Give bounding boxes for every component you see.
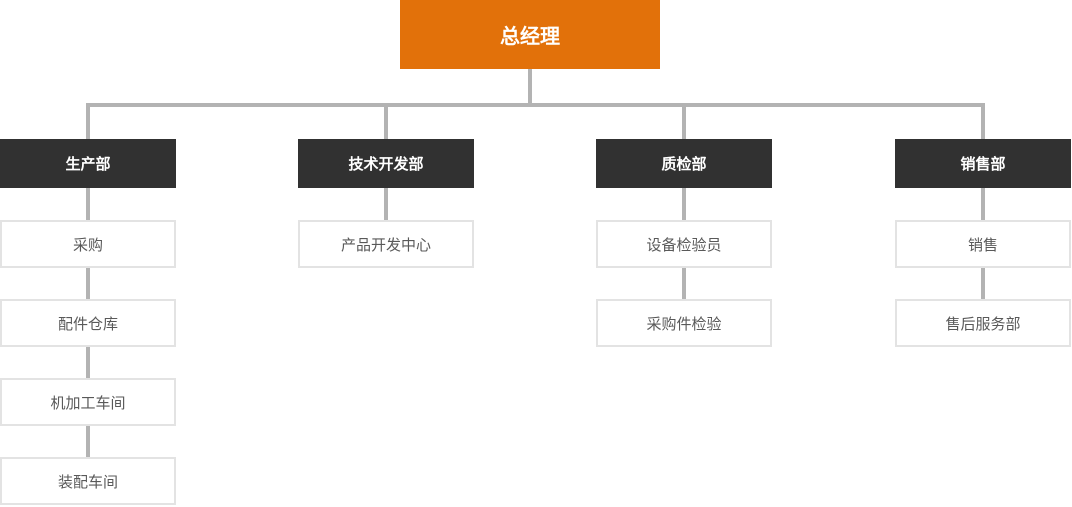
org-node-root: 总经理: [400, 0, 660, 69]
org-node-dept-production: 生产部: [0, 139, 176, 188]
org-node-dept-sales: 销售部: [895, 139, 1071, 188]
connector-col4-seg2: [981, 268, 985, 299]
org-node-product-dev-center: 产品开发中心: [298, 220, 474, 268]
connector-drop-col2: [384, 105, 388, 139]
org-node-dept-label: 技术开发部: [348, 156, 424, 173]
org-node-after-sales-service: 售后服务部: [895, 299, 1071, 347]
connector-col2-seg1: [384, 188, 388, 220]
connector-root-stem: [528, 69, 532, 103]
org-node-dept-label: 销售部: [960, 156, 1006, 173]
org-node-child-label: 机加工车间: [50, 394, 126, 412]
connector-drop-col4: [981, 105, 985, 139]
connector-drop-col1: [86, 105, 90, 139]
connector-col1-seg3: [86, 347, 90, 378]
org-node-purchasing: 采购: [0, 220, 176, 268]
org-node-assembly-workshop: 装配车间: [0, 457, 176, 505]
org-node-child-label: 销售: [967, 236, 998, 254]
connector-col1-seg4: [86, 426, 90, 457]
org-node-purchased-parts-inspection: 采购件检验: [596, 299, 772, 347]
connector-col3-seg2: [682, 268, 686, 299]
org-node-child-label: 配件仓库: [57, 315, 118, 333]
org-node-parts-warehouse: 配件仓库: [0, 299, 176, 347]
org-node-dept-label: 质检部: [661, 156, 707, 173]
org-node-root-label: 总经理: [500, 26, 560, 48]
org-node-child-label: 装配车间: [57, 473, 118, 491]
org-node-child-label: 采购: [72, 236, 103, 254]
connector-col3-seg1: [682, 188, 686, 220]
connector-col1-seg1: [86, 188, 90, 220]
org-node-dept-label: 生产部: [65, 156, 111, 173]
org-node-sales: 销售: [895, 220, 1071, 268]
org-node-dept-tech-development: 技术开发部: [298, 139, 474, 188]
org-node-child-label: 售后服务部: [945, 315, 1021, 333]
org-node-child-label: 采购件检验: [646, 315, 722, 333]
org-node-machining-workshop: 机加工车间: [0, 378, 176, 426]
org-node-child-label: 产品开发中心: [340, 236, 431, 254]
org-node-equipment-inspector: 设备检验员: [596, 220, 772, 268]
connector-drop-col3: [682, 105, 686, 139]
connector-col1-seg2: [86, 268, 90, 299]
org-node-dept-quality-inspection: 质检部: [596, 139, 772, 188]
connector-col4-seg1: [981, 188, 985, 220]
connector-trunk: [86, 103, 985, 107]
org-node-child-label: 设备检验员: [646, 236, 722, 254]
